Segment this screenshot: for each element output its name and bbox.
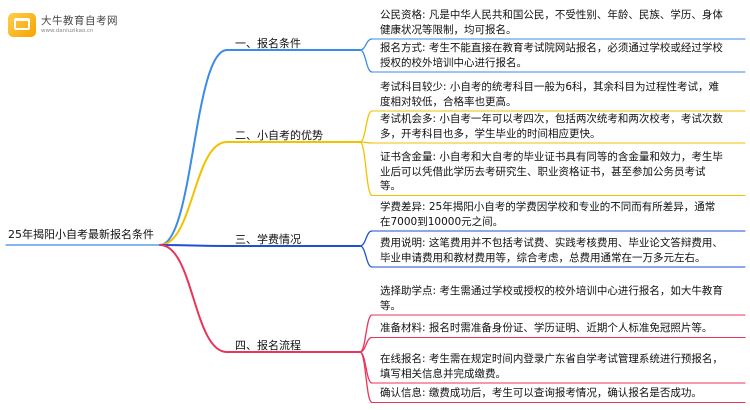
leaf-prepare-materials: 准备材料: 报名时需准备身份证、学历证明、近期个人标准免冠照片等。 [380,322,713,334]
site-logo: 大牛教育自考网 www.daniuzikao.cn [8,13,118,37]
root-topic: 25年揭阳小自考最新报名条件 [8,228,154,241]
branch-registration-process: 四、报名流程 [235,339,301,352]
logo-url: www.daniuzikao.cn [41,27,94,34]
leaf-registration-method: 报名方式: 考生不能直接在教育考试院网站报名，必须通过学校或经过学校授权的校外培… [380,42,723,69]
leaf-certificate-value: 证书含金量: 小自考和大自考的毕业证书具有同等的含金量和效力，考生毕业后可以凭借… [380,151,723,192]
leaf-fewer-subjects: 考试科目较少: 小自考的统考科目一般为6科，其余科目为过程性考试，难度相对较低，… [380,81,720,108]
book-icon [8,13,36,37]
logo-name: 大牛教育自考网 [41,15,118,27]
leaf-choose-study-center: 选择助学点: 考生需通过学校或授权的校外培训中心进行报名，如大牛教育等。 [380,285,723,312]
leaf-tuition-difference: 学费差异: 25年揭阳小自考的学费因学校和专业的不同而有所差异，通常在7000到… [380,201,716,228]
leaf-online-registration: 在线报名: 考生需在规定时间内登录广东省自学考试管理系统进行预报名，填写相关信息… [380,353,723,380]
branch-advantages: 二、小自考的优势 [235,129,323,142]
leaf-fee-description: 费用说明: 这笔费用并不包括考试费、实践考核费用、毕业论文答辩费用、毕业申请费用… [380,237,723,264]
branch-registration-conditions: 一、报名条件 [235,37,301,50]
leaf-citizen-eligibility: 公民资格: 凡是中华人民共和国公民，不受性别、年龄、民族、学历、身体健康状况等限… [380,9,723,36]
branch-tuition: 三、学费情况 [235,233,301,246]
leaf-confirm-information: 确认信息: 缴费成功后，考生可以查询报考情况，确认报名是否成功。 [380,387,702,399]
leaf-more-exam-chances: 考试机会多: 小自考一年可以考四次，包括两次统考和两次校考，考试次数多，开考科目… [380,113,723,140]
